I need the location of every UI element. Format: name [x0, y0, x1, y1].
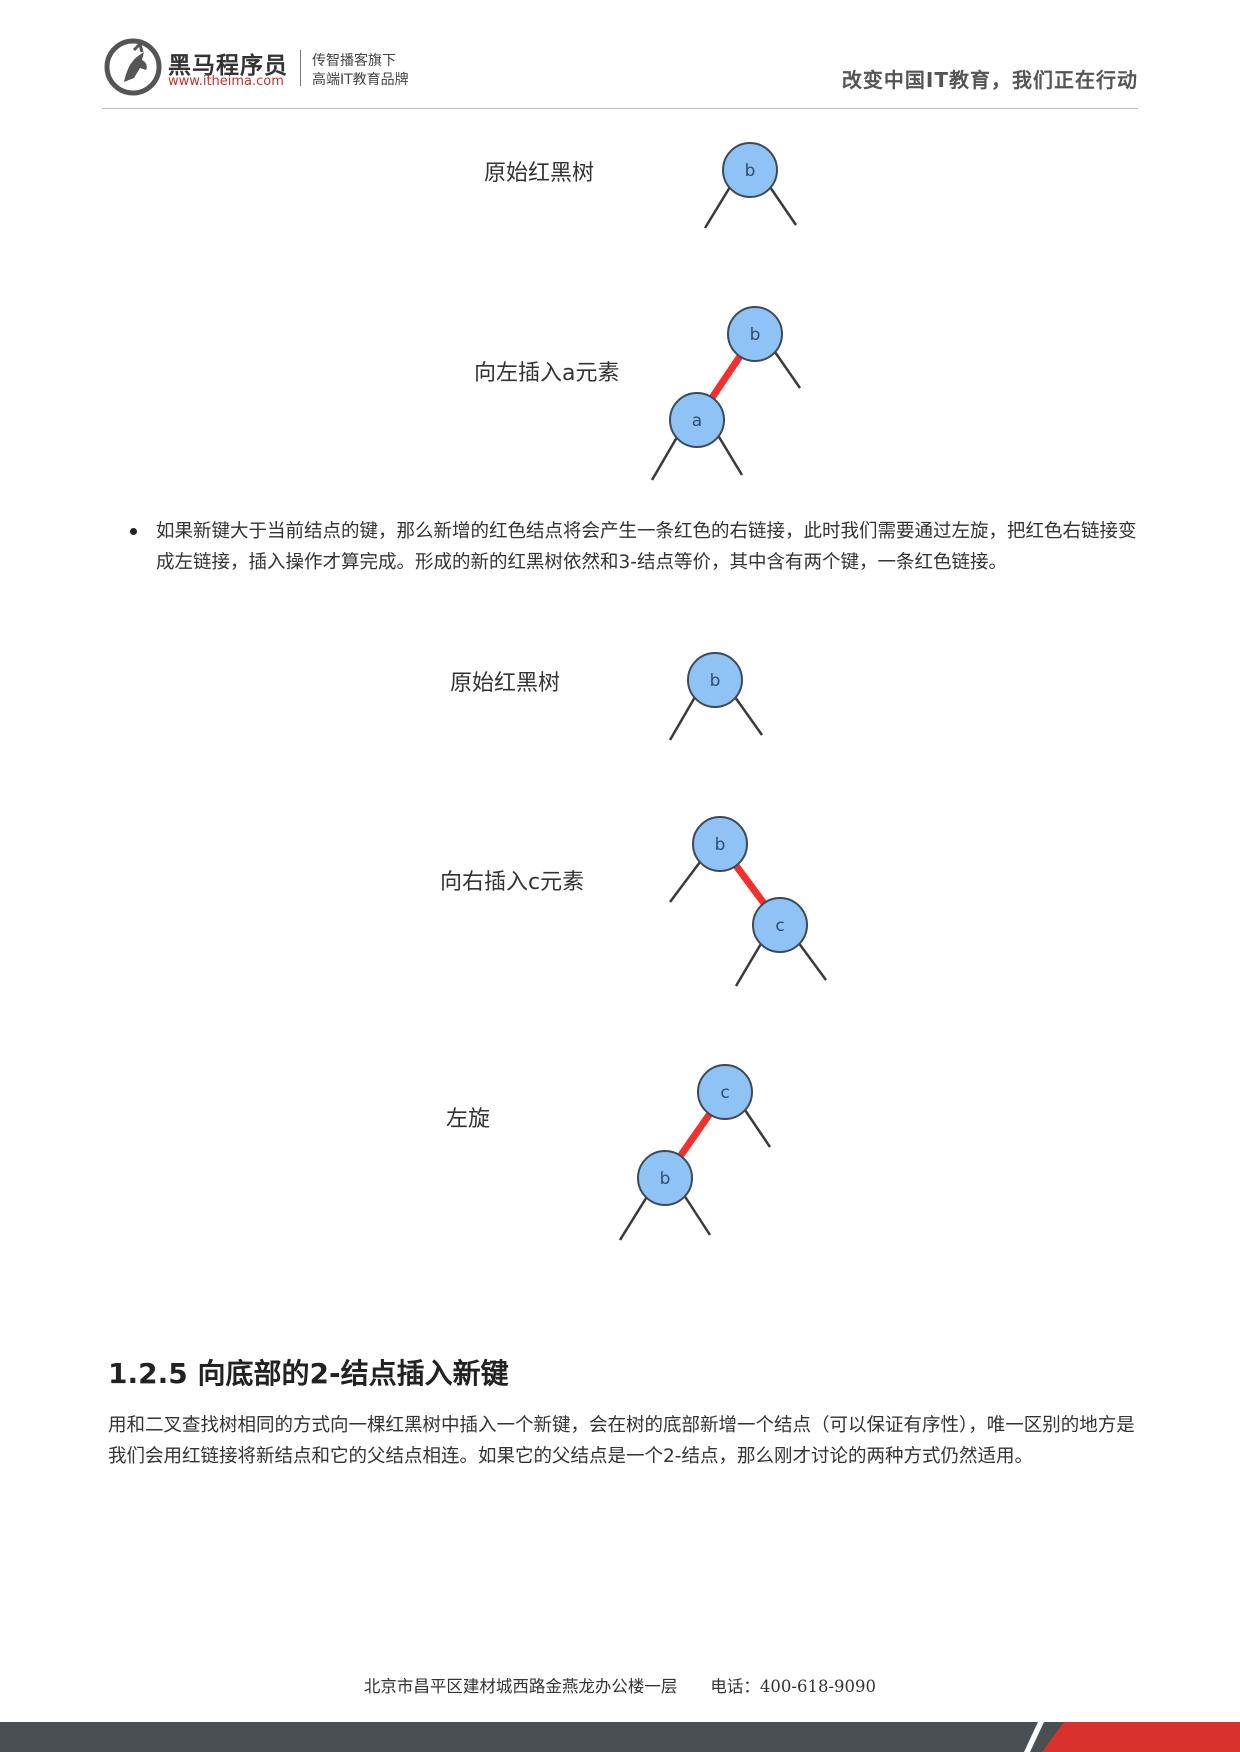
black-link [768, 186, 798, 226]
diagram1-insert-caption: 向左插入a元素 [474, 361, 619, 386]
node-label: b [745, 161, 756, 181]
black-link [682, 1194, 712, 1236]
tree-node [727, 306, 783, 362]
node-label: a [692, 411, 702, 431]
brand-url: www.itheima.com [168, 74, 284, 89]
tree-node [692, 816, 748, 872]
bullet-dot [130, 528, 137, 535]
horse-logo-icon [104, 38, 162, 96]
brand-slogan-line1: 传智播客旗下 [312, 53, 396, 69]
brand-slogan-line2: 高端IT教育品牌 [312, 72, 409, 88]
brand-divider [300, 50, 301, 86]
diagram2-orig-tree: b [668, 652, 764, 741]
black-link [669, 861, 701, 903]
diagram-insert-left: 原始红黑树 b 向左插入a元素 b a [0, 120, 1240, 510]
header-motto: 改变中国IT教育，我们正在行动 [841, 68, 1138, 92]
diagram1-insert-tree: b a [650, 306, 802, 481]
diagram2-rotate-tree: c b [618, 1064, 772, 1241]
tree-node [752, 897, 808, 953]
diagram2-insert-tree: b c [669, 816, 828, 987]
node-label: b [660, 1169, 671, 1189]
node-label: b [750, 325, 761, 345]
black-link [650, 431, 682, 481]
node-label: b [710, 671, 721, 691]
section-heading: 1.2.5 向底部的2-结点插入新键 [108, 1357, 509, 1390]
black-link [668, 696, 697, 741]
footer-red-accent [1042, 1722, 1240, 1752]
black-link [618, 1194, 650, 1241]
section-body: 用和二叉查找树相同的方式向一棵红黑树中插入一个新键，会在树的底部新增一个结点（可… [108, 1415, 1135, 1467]
tree-node [637, 1150, 693, 1206]
page-header: 黑马程序员 www.itheima.com 传智播客旗下 高端IT教育品牌 改变… [0, 0, 1240, 112]
brand-name: 黑马程序员 [168, 53, 288, 79]
black-link [733, 696, 764, 736]
black-link [796, 941, 828, 981]
node-label: c [775, 916, 784, 936]
black-link [703, 186, 732, 229]
diagram1-orig-caption: 原始红黑树 [484, 161, 594, 186]
black-link [743, 1109, 772, 1148]
header-divider [102, 108, 1138, 109]
tree-node [722, 142, 778, 198]
node-label: c [720, 1083, 729, 1103]
tree-node [687, 652, 743, 708]
black-link [773, 351, 802, 389]
black-link [734, 941, 764, 987]
diagram2-orig-caption: 原始红黑树 [450, 671, 560, 696]
tree-node [669, 392, 725, 448]
node-label: b [715, 835, 726, 855]
footer-address: 北京市昌平区建材城西路金燕龙办公楼一层 电话：400-618-9090 [363, 1677, 877, 1696]
tree-node [697, 1064, 753, 1120]
bullet-text: 如果新键大于当前结点的键，那么新增的红色结点将会产生一条红色的右链接，此时我们需… [156, 521, 1137, 573]
diagram-insert-right-rotate: 原始红黑树 b 向右插入c元素 b c 左旋 c [0, 630, 1240, 1250]
diagram1-orig-tree: b [703, 142, 798, 229]
diagram2-insert-caption: 向右插入c元素 [440, 870, 584, 895]
black-link [714, 431, 744, 476]
diagram2-rotate-caption: 左旋 [446, 1107, 490, 1132]
